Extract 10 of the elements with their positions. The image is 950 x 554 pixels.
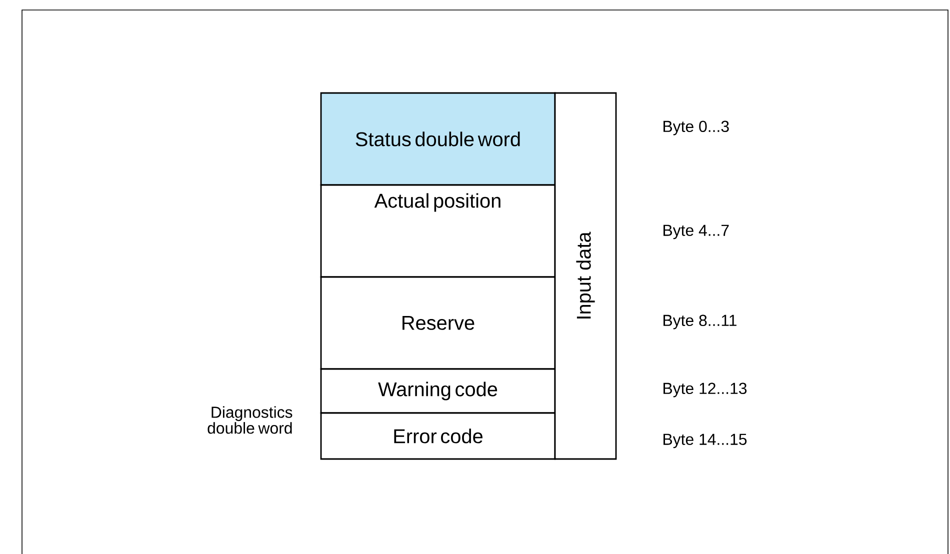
byte-range-label: Byte 12...13 <box>664 382 747 398</box>
byte-range-label: Byte 14...15 <box>664 434 747 448</box>
table-cell: Error code <box>320 412 556 460</box>
side-label: Diagnostics double word <box>208 406 292 434</box>
table-cell: Status double word <box>320 92 556 186</box>
byte-range-label: Byte 4...7 <box>664 224 729 240</box>
byte-range-label: Byte 0...3 <box>664 120 729 136</box>
table-cell: Warning code <box>320 368 556 414</box>
byte-range-label: Byte 8...11 <box>664 314 736 330</box>
table-cell: Actual position <box>320 184 556 278</box>
